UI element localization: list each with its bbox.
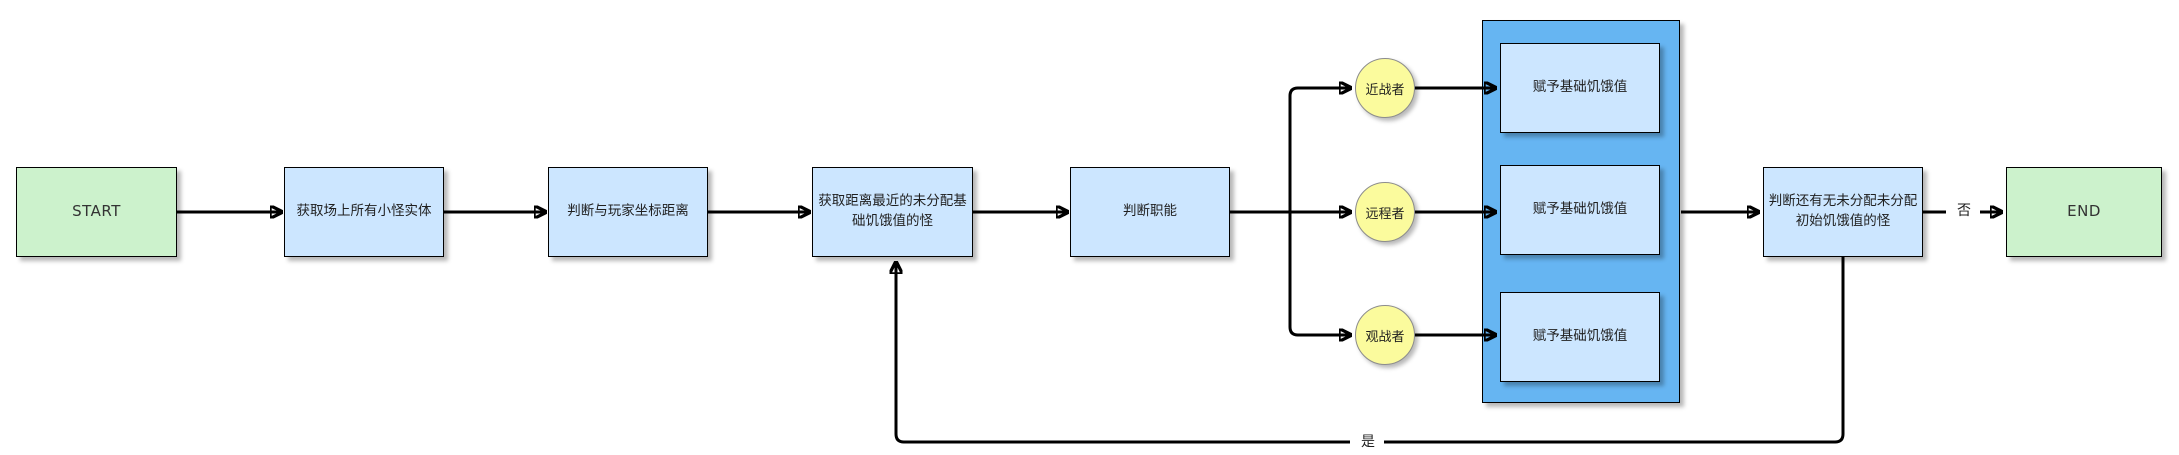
edge-branch-to-spectator [1288, 212, 1351, 335]
process-check-remaining: 判断还有无未分配未分配初始饥饿值的怪 [1763, 167, 1923, 257]
process-assign-hunger-melee: 赋予基础饥饿值 [1500, 43, 1660, 133]
edge-label-yes: 是 [1352, 431, 1384, 451]
process-assign-hunger-spectator: 赋予基础饥饿值 [1500, 292, 1660, 382]
role-circle-ranged: 远程者 [1355, 182, 1415, 242]
end-node-label: END [2067, 202, 2101, 221]
process-get-nearest-monster-label: 获取距离最近的未分配基础饥饿值的怪 [818, 193, 967, 229]
process-check-remaining-label: 判断还有无未分配未分配初始饥饿值的怪 [1768, 193, 1918, 229]
process-get-monsters-label: 获取场上所有小怪实体 [296, 203, 432, 220]
process-assign-hunger-spectator-label: 赋予基础饥饿值 [1532, 328, 1628, 345]
process-judge-distance-label: 判断与玩家坐标距离 [567, 203, 689, 220]
process-judge-role: 判断职能 [1070, 167, 1230, 257]
role-circle-spectator-label: 观战者 [1365, 329, 1405, 345]
process-assign-hunger-melee-label: 赋予基础饥饿值 [1532, 79, 1628, 96]
process-judge-distance: 判断与玩家坐标距离 [548, 167, 708, 257]
role-circle-spectator: 观战者 [1355, 305, 1415, 365]
edge-branch-to-melee [1288, 88, 1351, 212]
edge-yes-loop-left [896, 262, 1350, 444]
process-get-nearest-monster: 获取距离最近的未分配基础饥饿值的怪 [812, 167, 973, 257]
role-circle-melee: 近战者 [1355, 58, 1415, 118]
process-judge-role-label: 判断职能 [1123, 203, 1177, 220]
process-assign-hunger-ranged: 赋予基础饥饿值 [1500, 165, 1660, 255]
start-node: START [16, 167, 177, 257]
process-get-monsters: 获取场上所有小怪实体 [284, 167, 444, 257]
edge-label-no: 否 [1948, 200, 1980, 220]
role-circle-ranged-label: 远程者 [1365, 206, 1405, 222]
start-node-label: START [72, 202, 121, 221]
process-assign-hunger-ranged-label: 赋予基础饥饿值 [1532, 201, 1628, 218]
end-node: END [2006, 167, 2162, 257]
role-circle-melee-label: 近战者 [1365, 82, 1405, 98]
